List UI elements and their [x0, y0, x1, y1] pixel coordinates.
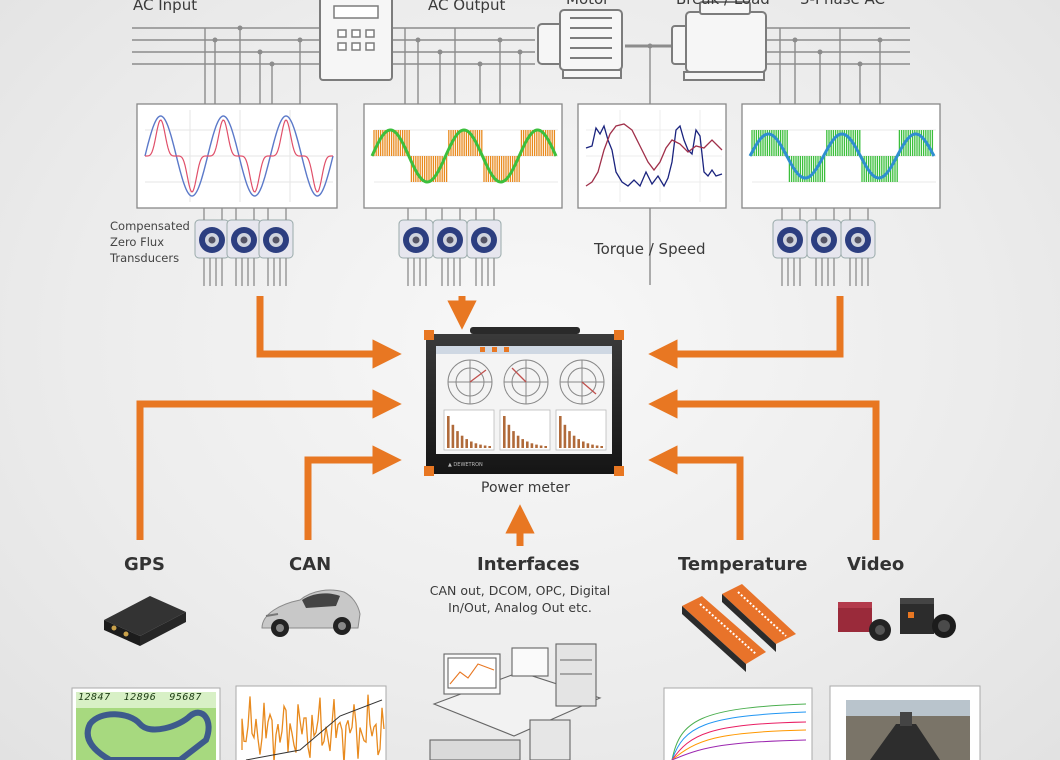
can-car [261, 589, 361, 637]
meter-bar [530, 443, 534, 448]
interfaces-sketch [429, 643, 602, 760]
svg-text:▲ DEWETRON: ▲ DEWETRON [448, 462, 483, 468]
meter-bar [474, 443, 478, 448]
meter-bar [460, 435, 464, 448]
meter-bar [456, 431, 459, 448]
gps-readout: 12847 12896 95687 [78, 692, 202, 703]
meter-bar [559, 416, 562, 448]
scope-torque-speed [577, 103, 727, 209]
transducer-line-2: Zero Flux [110, 235, 165, 249]
label-power-meter: Power meter [481, 480, 570, 496]
can-signal-screenshot [235, 685, 387, 760]
meter-bar [526, 441, 529, 448]
meter-bar [577, 439, 580, 448]
video-frame-screenshot [829, 685, 981, 760]
power-meter-device: ▲ DEWETRON [424, 327, 624, 476]
transducer-line-3: Transducers [110, 251, 180, 265]
transducer-sensor [398, 208, 434, 286]
transducer-sensor [466, 208, 502, 286]
gps-readout-3: 95687 [169, 692, 202, 703]
scope-ac-output [363, 103, 563, 209]
scope-ac-input [136, 103, 338, 209]
meter-bar [539, 445, 543, 448]
gps-track-screenshot [71, 687, 221, 760]
video-cameras [838, 598, 956, 641]
temperature-sensors [682, 584, 796, 672]
meter-bar [479, 444, 482, 448]
meter-bar [465, 439, 468, 448]
transducer-sensor [194, 208, 230, 286]
gps-readout-2: 12896 [123, 692, 157, 703]
zero-flux-transducers [194, 208, 876, 286]
temperature-curves-screenshot [663, 687, 813, 760]
label-video: Video [847, 554, 905, 575]
meter-bar [488, 446, 491, 448]
meter-bar [470, 441, 473, 448]
meter-bar [582, 441, 585, 448]
gps-readout-1: 12847 [78, 692, 111, 703]
transducer-sensor [806, 208, 842, 286]
meter-bar [563, 424, 567, 448]
interfaces-desc-line-1: CAN out, DCOM, OPC, Digital [429, 583, 611, 598]
meter-bar [595, 445, 599, 448]
meter-bar [535, 444, 538, 448]
label-three-phase: 3-Phase AC [800, 0, 885, 8]
label-ac-input: AC Input [133, 0, 198, 14]
label-can: CAN [289, 554, 332, 575]
meter-bar [544, 446, 547, 448]
meter-bar [591, 444, 594, 448]
brake-load-device [671, 1, 767, 81]
meter-bar [503, 416, 506, 448]
scope-three-phase [741, 103, 941, 209]
label-break-load: Break / Load [676, 0, 770, 8]
label-motor: Motor [566, 0, 609, 8]
label-temperature: Temperature [678, 554, 808, 575]
transducer-sensor [258, 208, 294, 286]
meter-bar [586, 443, 590, 448]
meter-bar [521, 439, 524, 448]
meter-bar [512, 431, 515, 448]
transducer-sensor [772, 208, 808, 286]
label-torque-speed: Torque / Speed [594, 240, 706, 258]
meter-bar [600, 446, 603, 448]
interfaces-description: CAN out, DCOM, OPC, Digital In/Out, Anal… [420, 582, 620, 616]
transducer-sensor [840, 208, 876, 286]
interfaces-desc-line-2: In/Out, Analog Out etc. [448, 600, 592, 615]
transducer-sensor [432, 208, 468, 286]
meter-bar [507, 424, 511, 448]
meter-bar [447, 416, 450, 448]
gps-device [104, 596, 186, 646]
label-ac-output: AC Output [428, 0, 506, 14]
label-gps: GPS [124, 554, 165, 575]
transducer-line-1: Compensated [110, 219, 190, 233]
transducer-sensor [226, 208, 262, 286]
meter-bar [568, 431, 571, 448]
label-interfaces: Interfaces [477, 554, 580, 575]
signal-arrows [136, 296, 880, 546]
meter-bar [483, 445, 487, 448]
meter-bar [516, 435, 520, 448]
motor-device [537, 9, 623, 79]
label-transducers: Compensated Zero Flux Transducers [110, 218, 190, 266]
inverter-device [319, 0, 393, 81]
meter-bar [572, 435, 576, 448]
meter-bar [451, 424, 455, 448]
